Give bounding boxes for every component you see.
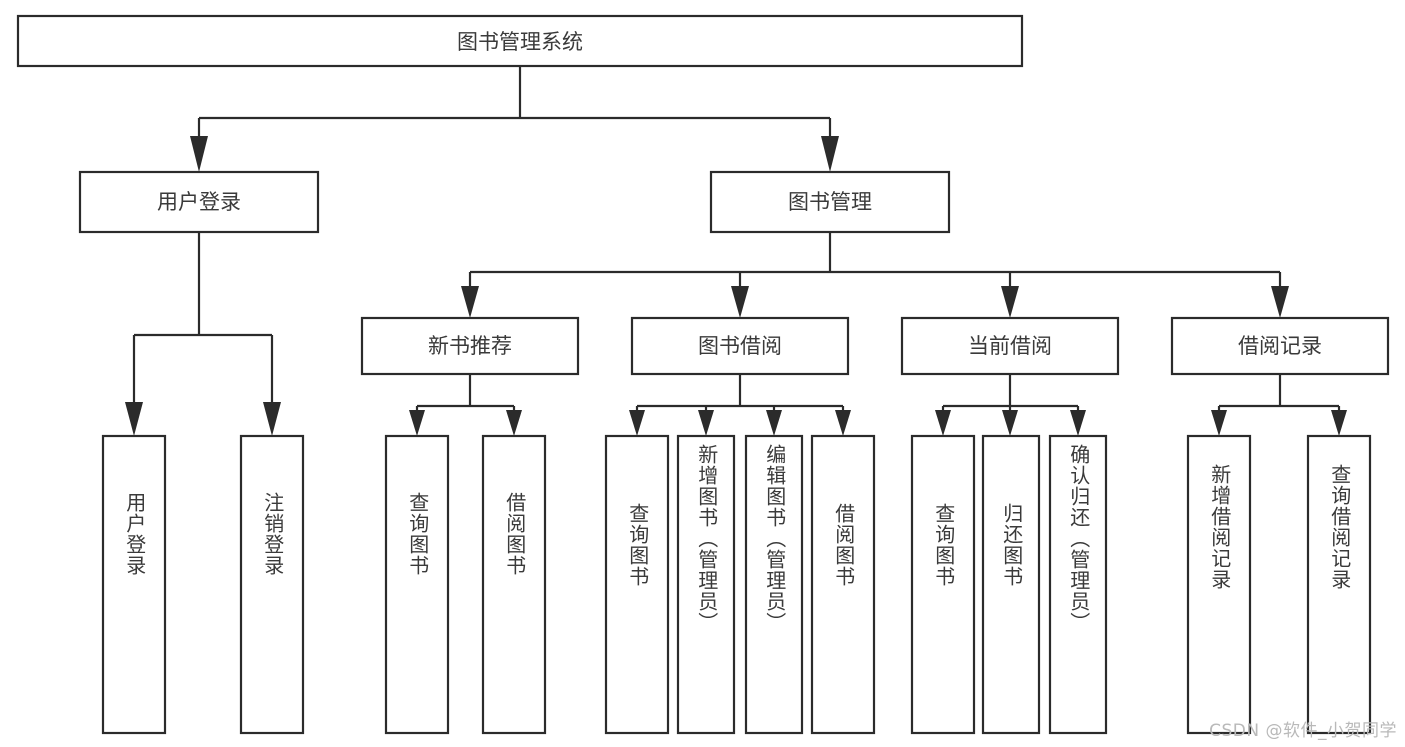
node-book-management[interactable] <box>709 170 951 234</box>
leaf-new-book-2[interactable] <box>481 434 547 735</box>
node-book-management-label: 图书管理 <box>788 190 872 214</box>
connector-group-new-book <box>409 374 522 436</box>
leaf-current-borrow-2[interactable] <box>981 434 1041 735</box>
arrow-user-login-leaf-1 <box>125 402 143 436</box>
leaf-current-borrow-3[interactable] <box>1048 434 1108 735</box>
node-new-book-recommend-label: 新书推荐 <box>428 334 512 358</box>
arrow-book-mgmt-child-2 <box>731 286 749 318</box>
connector-group-current-borrow <box>935 374 1086 436</box>
arrow-current-borrow-leaf-3 <box>1070 410 1086 436</box>
arrow-book-borrow-leaf-1 <box>629 410 645 436</box>
arrow-new-book-leaf-2 <box>506 410 522 436</box>
connector-group-root <box>190 66 839 172</box>
node-new-book-recommend[interactable] <box>360 316 580 376</box>
leaf-book-borrow-2[interactable] <box>676 434 736 735</box>
leaf-user-login-1[interactable] <box>101 434 167 735</box>
arrow-book-mgmt-child-4 <box>1271 286 1289 318</box>
leaf-current-borrow-1[interactable] <box>910 434 976 735</box>
arrow-borrow-record-leaf-1 <box>1211 410 1227 436</box>
arrow-user-login-leaf-2 <box>263 402 281 436</box>
arrow-book-borrow-leaf-2 <box>698 410 714 436</box>
node-book-borrow-label: 图书借阅 <box>698 334 782 358</box>
node-user-login-label: 用户登录 <box>157 190 241 214</box>
node-current-borrow[interactable] <box>900 316 1120 376</box>
arrow-book-borrow-leaf-3 <box>766 410 782 436</box>
leaf-borrow-record-1[interactable] <box>1186 434 1252 735</box>
arrow-root-to-book-mgmt <box>821 136 839 172</box>
leaf-new-book-1[interactable] <box>384 434 450 735</box>
node-borrow-record[interactable] <box>1170 316 1390 376</box>
connector-group-book-mgmt <box>461 232 1289 318</box>
arrow-current-borrow-leaf-1 <box>935 410 951 436</box>
leaf-user-login-2[interactable] <box>239 434 305 735</box>
arrow-borrow-record-leaf-2 <box>1331 410 1347 436</box>
leaf-book-borrow-1[interactable] <box>604 434 670 735</box>
node-user-login[interactable] <box>78 170 320 234</box>
arrow-current-borrow-leaf-2 <box>1002 410 1018 436</box>
leaf-book-borrow-4[interactable] <box>810 434 876 735</box>
arrow-book-mgmt-child-3 <box>1001 286 1019 318</box>
watermark: CSDN @软件_小贺同学 <box>1209 721 1397 741</box>
node-root-book-management-system[interactable] <box>16 14 1024 68</box>
node-borrow-record-label: 借阅记录 <box>1238 334 1322 358</box>
leaf-book-borrow-3[interactable] <box>744 434 804 735</box>
arrow-book-borrow-leaf-4 <box>835 410 851 436</box>
node-current-borrow-label: 当前借阅 <box>968 334 1052 358</box>
connector-group-user-login <box>125 232 281 436</box>
arrow-root-to-user-login <box>190 136 208 172</box>
arrow-book-mgmt-child-1 <box>461 286 479 318</box>
node-book-borrow[interactable] <box>630 316 850 376</box>
connector-group-book-borrow <box>629 374 851 436</box>
leaf-borrow-record-2[interactable] <box>1306 434 1372 735</box>
arrow-new-book-leaf-1 <box>409 410 425 436</box>
connector-group-borrow-record <box>1211 374 1347 436</box>
node-root-label: 图书管理系统 <box>457 30 583 54</box>
